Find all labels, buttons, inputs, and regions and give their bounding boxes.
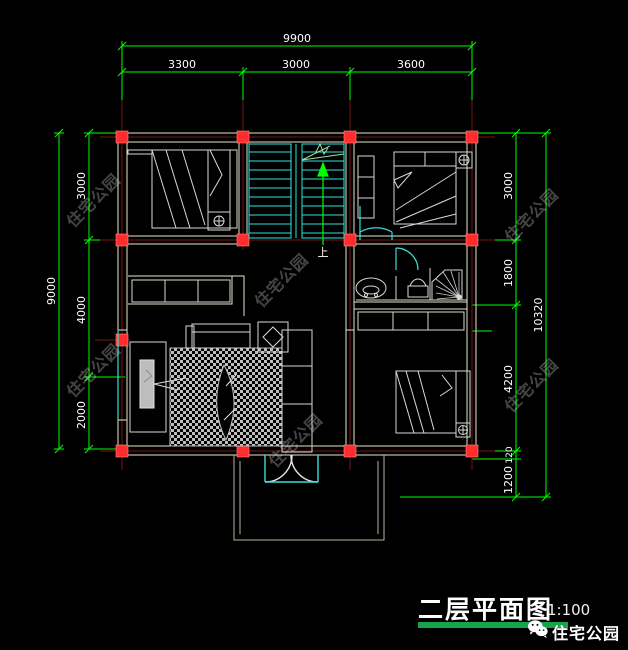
toilet-tank xyxy=(407,285,429,298)
door-bedroom-top-right xyxy=(359,206,393,240)
stair-up-label: 上 xyxy=(318,246,329,259)
column xyxy=(465,130,479,144)
column xyxy=(236,233,250,247)
dim-right-2: 1800 xyxy=(502,259,515,287)
column xyxy=(115,233,129,247)
column xyxy=(115,333,129,347)
tv xyxy=(139,359,155,409)
nightstand xyxy=(455,151,473,169)
room-stairwell xyxy=(248,143,345,239)
column xyxy=(465,233,479,247)
dim-left-3: 2000 xyxy=(75,401,88,429)
wardrobe xyxy=(357,155,375,219)
balcony-outline xyxy=(233,455,385,541)
balcony xyxy=(233,455,385,541)
door-bathroom xyxy=(395,247,419,271)
column-layer xyxy=(115,130,479,458)
dim-left-2: 4000 xyxy=(75,296,88,324)
cabinet-row xyxy=(357,311,465,331)
dim-right-3: 4200 xyxy=(502,365,515,393)
dim-right-4: 120 xyxy=(505,446,515,463)
column xyxy=(343,233,357,247)
drawing-scale: 1:100 xyxy=(547,601,591,619)
dim-left-total: 9000 xyxy=(45,277,58,305)
nightstand xyxy=(207,211,231,231)
room-living-room xyxy=(128,275,313,453)
room-bedroom-top-left xyxy=(127,149,238,231)
dim-right-1: 3000 xyxy=(502,172,515,200)
sofa xyxy=(191,323,251,349)
toilet-bowl xyxy=(409,278,427,287)
dim-top-2: 3000 xyxy=(282,58,310,71)
door-swing-arc xyxy=(359,227,393,233)
bed-rail xyxy=(127,149,153,155)
dim-right-total: 10320 xyxy=(532,298,545,333)
column xyxy=(115,130,129,144)
dim-top-total: 9900 xyxy=(283,32,311,45)
stair-flight-left xyxy=(248,143,292,239)
door-swing-arc xyxy=(395,247,419,271)
page-title: 二层平面图 xyxy=(418,595,554,624)
dim-left-1: 3000 xyxy=(75,172,88,200)
side-table xyxy=(257,321,289,353)
room-bedroom-top-right xyxy=(357,151,473,229)
sofa-bench xyxy=(131,279,231,303)
stair-up-arrow xyxy=(317,161,329,245)
double-door xyxy=(264,454,319,483)
stair-direction xyxy=(301,142,345,161)
side-sofa xyxy=(281,329,313,453)
column xyxy=(115,444,129,458)
column xyxy=(465,444,479,458)
column xyxy=(236,444,250,458)
table-lamp xyxy=(262,326,284,348)
dimension-text: 9900 3300 3000 3600 9000 3000 4000 2000 … xyxy=(45,32,545,494)
cabinet xyxy=(357,311,465,331)
column xyxy=(236,130,250,144)
column xyxy=(343,444,357,458)
room-bathroom xyxy=(355,268,467,301)
dim-top-3: 3600 xyxy=(397,58,425,71)
wechat-icon xyxy=(528,620,548,639)
room-bedroom-bottom-right xyxy=(395,370,471,438)
sink xyxy=(355,277,387,299)
title-underline xyxy=(418,622,568,628)
brand-name: 住宅公园 xyxy=(552,624,621,643)
dim-top-1: 3300 xyxy=(168,58,196,71)
bed xyxy=(151,149,238,229)
nightstand xyxy=(455,422,471,438)
dim-right-5: 1200 xyxy=(502,466,515,494)
shower-spray xyxy=(435,270,460,300)
column xyxy=(343,130,357,144)
